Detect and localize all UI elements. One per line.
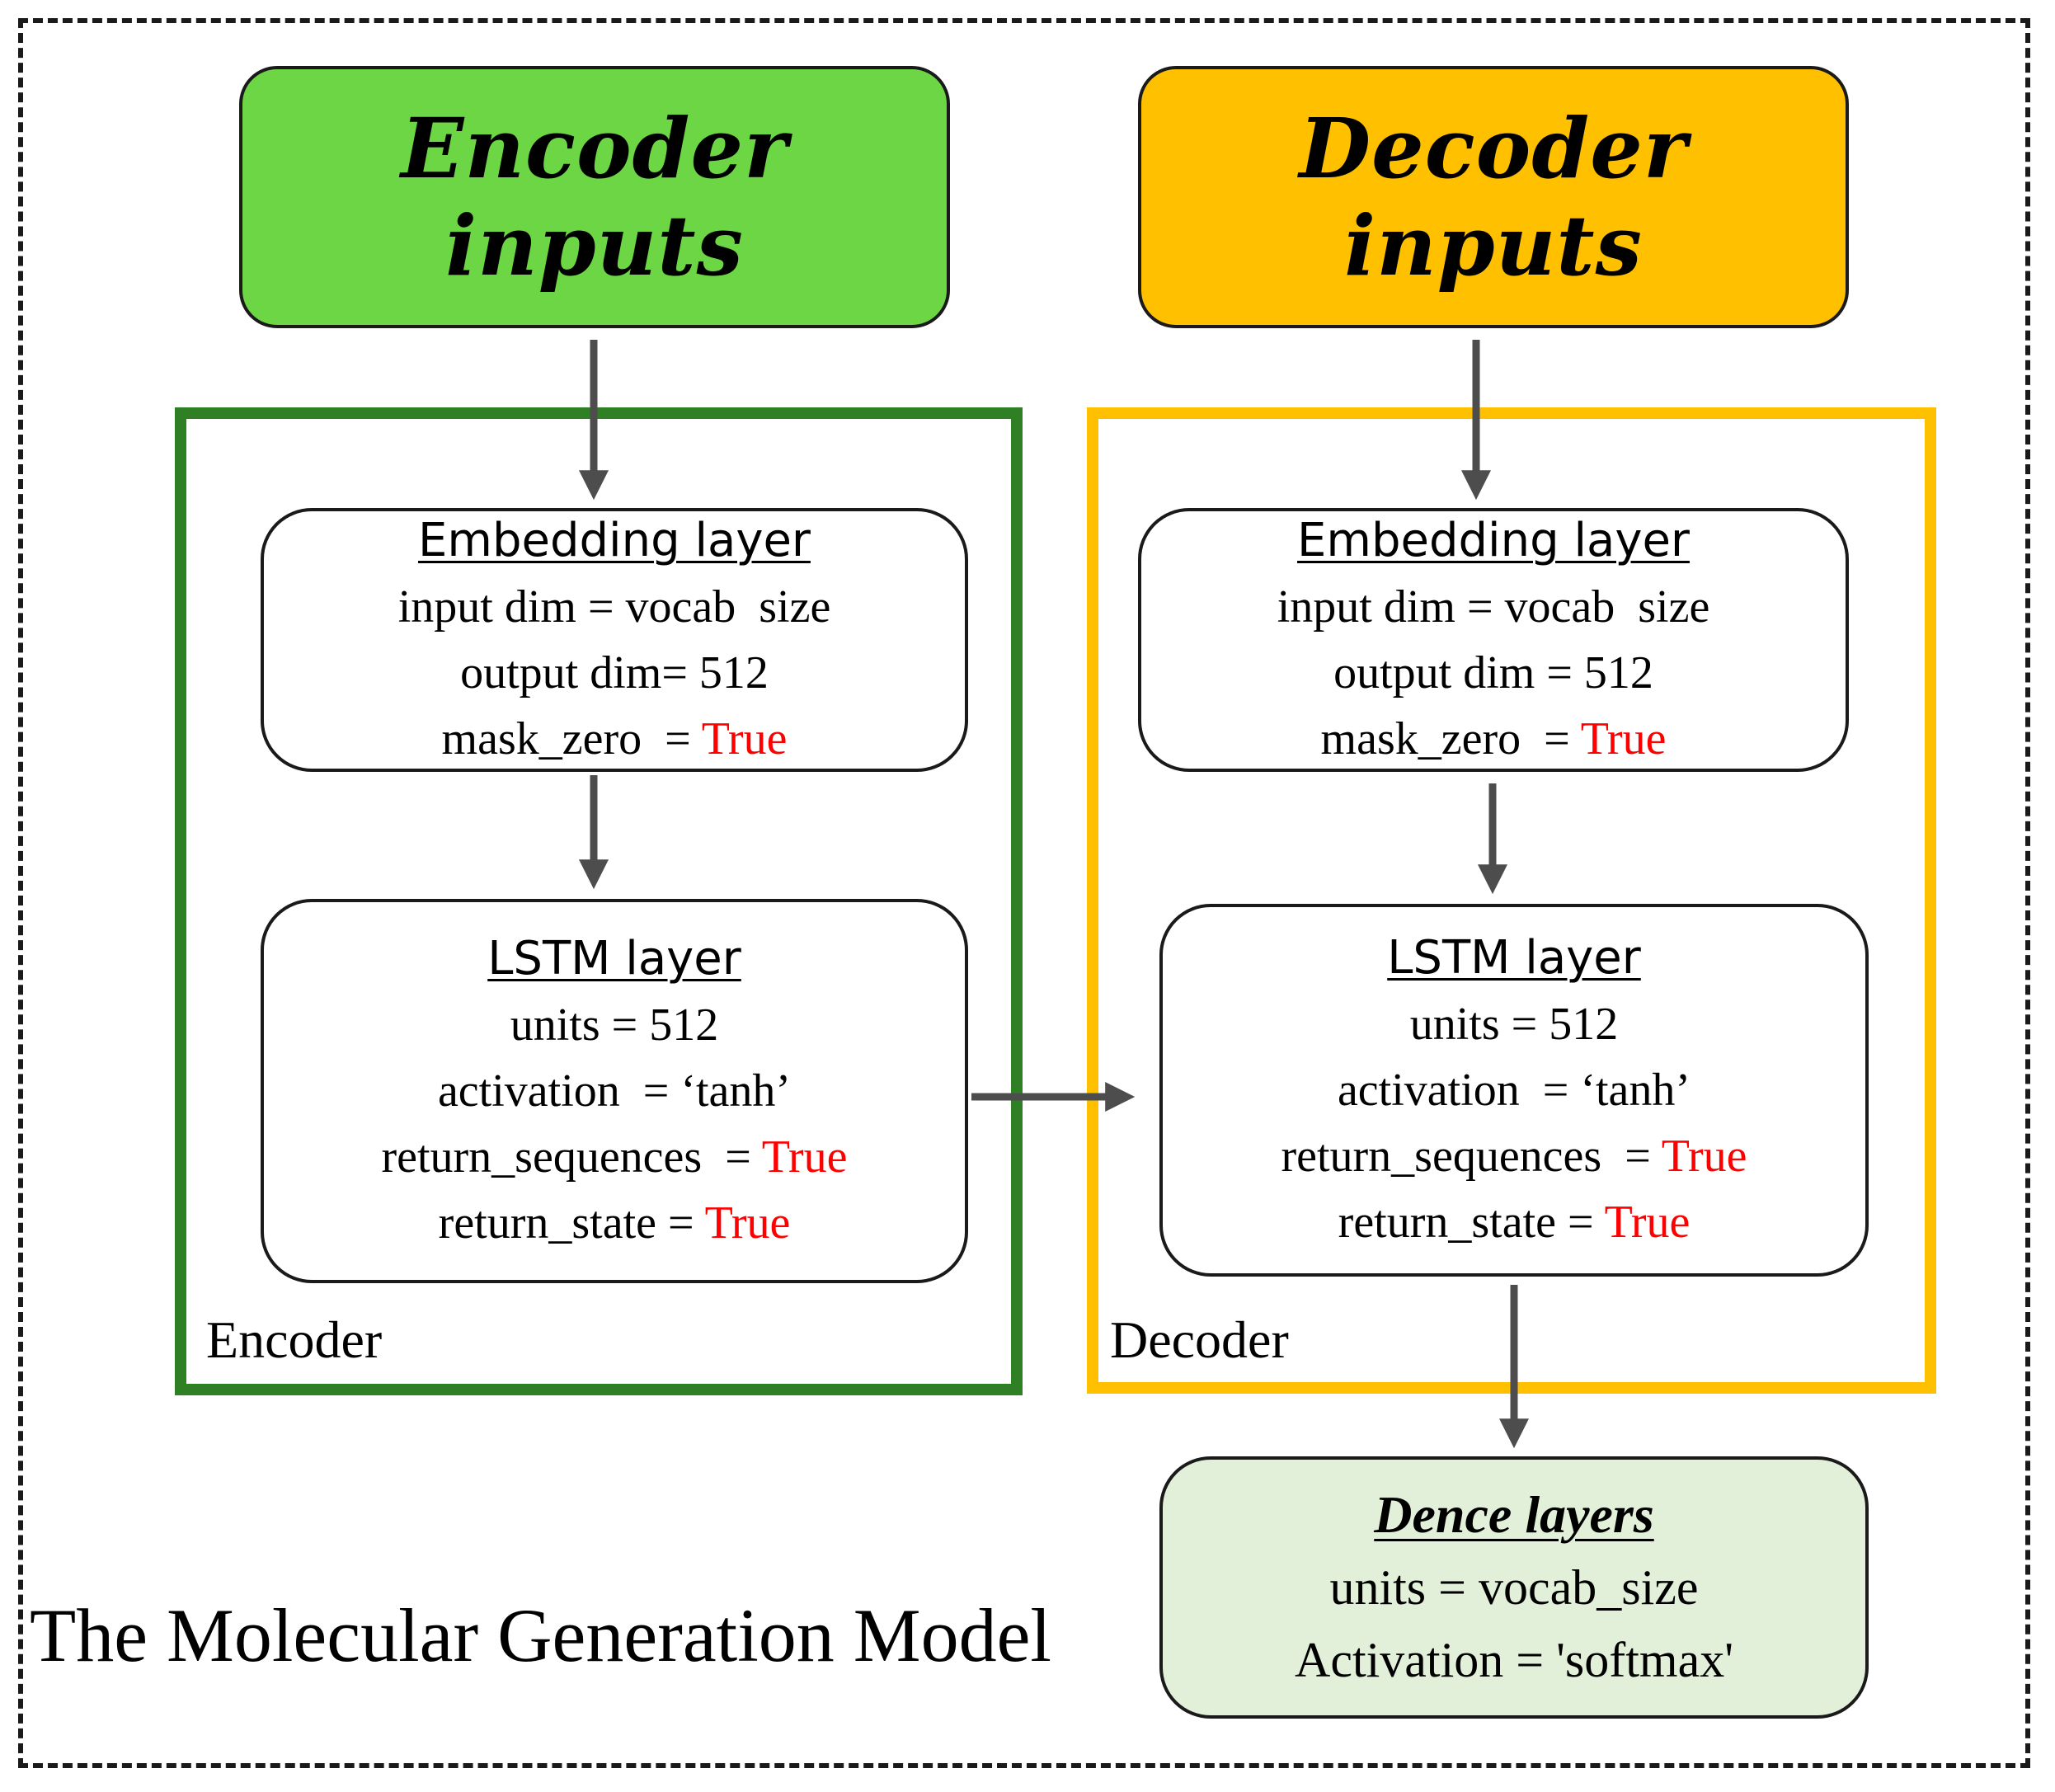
encoder-embedding-line: input dim = vocab size — [397, 581, 831, 633]
model-boundary — [18, 18, 2030, 1768]
decoder-embedding-line: mask_zero = True — [1320, 713, 1667, 764]
decoder-embedding-title: Embedding layer — [1297, 514, 1690, 567]
decoder-embedding-layer: Embedding layer input dim = vocab size o… — [1138, 508, 1849, 772]
decoder-lstm-line: activation = ‘tanh’ — [1337, 1065, 1691, 1116]
decoder-group-label: Decoder — [1110, 1310, 1289, 1369]
dense-title: Dence layers — [1374, 1485, 1654, 1544]
true-value: True — [761, 1131, 848, 1183]
decoder-lstm-layer: LSTM layer units = 512 activation = ‘tan… — [1159, 904, 1869, 1277]
model-title: The Molecular Generation Model — [30, 1593, 1051, 1677]
encoder-embedding-line: output dim= 512 — [460, 647, 769, 698]
dense-layer: Dence layers units = vocab_size Activati… — [1159, 1456, 1869, 1719]
decoder-embedding-line: output dim = 512 — [1333, 647, 1653, 698]
decoder-embedding-line: input dim = vocab size — [1277, 581, 1710, 633]
encoder-lstm-line: activation = ‘tanh’ — [437, 1065, 792, 1117]
true-value: True — [1580, 713, 1667, 764]
encoder-embedding-title: Embedding layer — [418, 514, 811, 567]
true-value: True — [1661, 1131, 1747, 1182]
decoder-lstm-line: return_state = True — [1338, 1197, 1691, 1248]
encoder-group-label: Encoder — [206, 1310, 383, 1369]
true-value: True — [701, 713, 788, 764]
decoder-lstm-line: return_sequences = True — [1281, 1131, 1747, 1182]
decoder-inputs-node: Decoder inputs — [1138, 66, 1849, 328]
encoder-lstm-line: return_state = True — [438, 1197, 791, 1249]
decoder-lstm-title: LSTM layer — [1387, 931, 1641, 985]
decoder-inputs-label: Decoder inputs — [1299, 100, 1688, 294]
dense-line: Activation = 'softmax' — [1294, 1633, 1734, 1687]
encoder-inputs-label: Encoder inputs — [401, 100, 788, 294]
true-value: True — [1604, 1197, 1691, 1248]
decoder-group — [1087, 407, 1936, 1394]
dense-line: units = vocab_size — [1329, 1560, 1699, 1615]
encoder-group — [175, 407, 1023, 1395]
encoder-lstm-layer: LSTM layer units = 512 activation = ‘tan… — [261, 899, 968, 1283]
decoder-lstm-line: units = 512 — [1409, 999, 1619, 1050]
true-value: True — [704, 1197, 791, 1249]
encoder-lstm-title: LSTM layer — [487, 932, 741, 985]
encoder-inputs-node: Encoder inputs — [239, 66, 950, 328]
encoder-lstm-line: return_sequences = True — [381, 1131, 848, 1183]
encoder-embedding-line: mask_zero = True — [441, 713, 788, 764]
encoder-embedding-layer: Embedding layer input dim = vocab size o… — [261, 508, 968, 772]
encoder-lstm-line: units = 512 — [510, 999, 719, 1051]
